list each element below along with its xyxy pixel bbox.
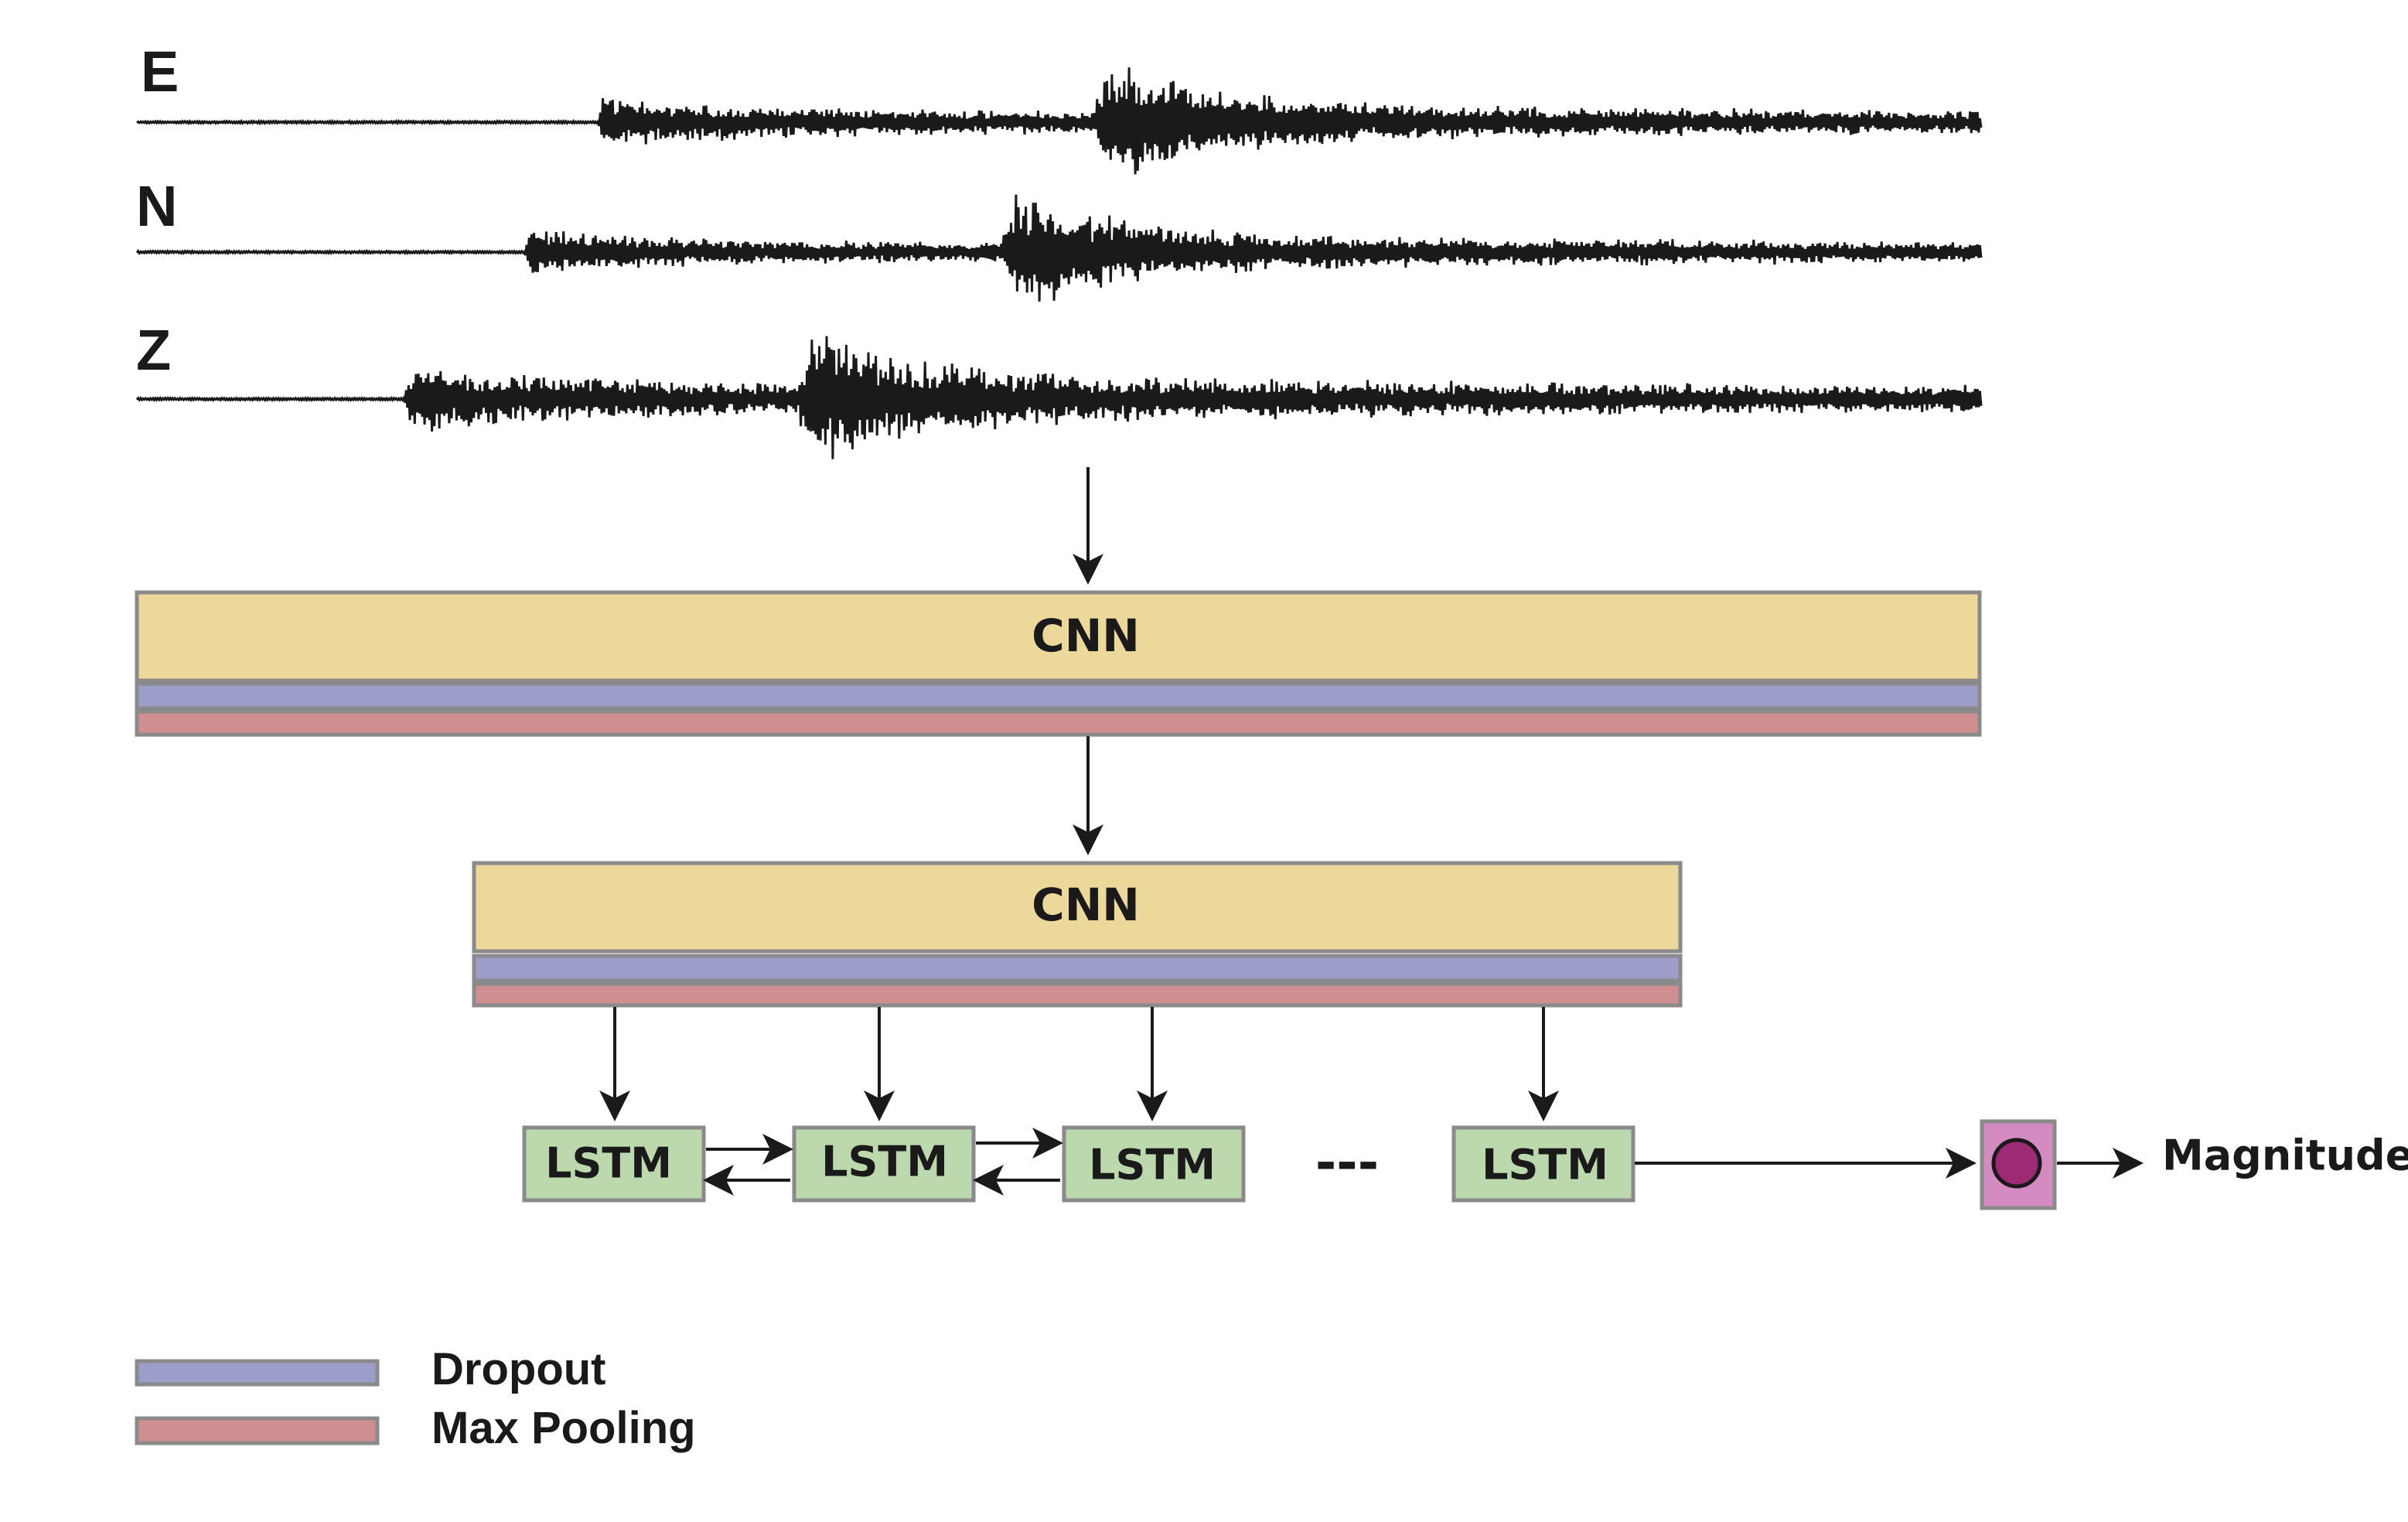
lstm-cell-1 bbox=[522, 1125, 706, 1203]
maxpool-layer-1 bbox=[135, 709, 1982, 737]
cnn-layer-2 bbox=[472, 861, 1683, 954]
dropout-layer-1 bbox=[135, 681, 1982, 711]
channel-label-n: N bbox=[136, 174, 177, 238]
cnn-layer-1 bbox=[135, 590, 1982, 683]
channel-label-z: Z bbox=[136, 318, 171, 382]
lstm-label-3: LSTM bbox=[1089, 1141, 1216, 1189]
lstm-cell-2 bbox=[792, 1125, 976, 1203]
cnn-block-1: CNN bbox=[135, 590, 1982, 737]
lstm-label-4: LSTM bbox=[1482, 1141, 1608, 1189]
waveform-e bbox=[136, 67, 1983, 175]
lstm-ellipsis: --- bbox=[1315, 1133, 1379, 1193]
lstm-cell-4 bbox=[1451, 1125, 1635, 1203]
legend: Dropout Max Pooling bbox=[135, 1344, 696, 1453]
dropout-layer-2 bbox=[472, 954, 1683, 983]
output-node bbox=[1980, 1119, 2057, 1210]
waveform-group: E N Z bbox=[135, 39, 1983, 459]
lstm-chain: LSTM LSTM LSTM LSTM --- bbox=[522, 1125, 1635, 1203]
waveform-z bbox=[135, 336, 1983, 459]
cnn-block-2: CNN bbox=[472, 861, 1683, 1008]
output-label: Magnitude bbox=[2162, 1131, 2408, 1180]
waveform-n bbox=[135, 194, 1983, 302]
lstm-label-2: LSTM bbox=[821, 1138, 948, 1186]
maxpool-layer-2 bbox=[472, 981, 1683, 1008]
legend-swatch-maxpool bbox=[135, 1416, 380, 1445]
lstm-cell-3 bbox=[1062, 1125, 1246, 1203]
cnn-label-2: CNN bbox=[1032, 879, 1140, 931]
cnn-label-1: CNN bbox=[1032, 609, 1140, 662]
legend-swatch-dropout bbox=[135, 1359, 380, 1387]
output-neuron bbox=[1991, 1138, 2042, 1189]
legend-label-maxpool: Max Pooling bbox=[431, 1403, 696, 1453]
lstm-label-1: LSTM bbox=[545, 1139, 672, 1188]
channel-label-e: E bbox=[141, 39, 179, 104]
legend-label-dropout: Dropout bbox=[431, 1344, 606, 1394]
